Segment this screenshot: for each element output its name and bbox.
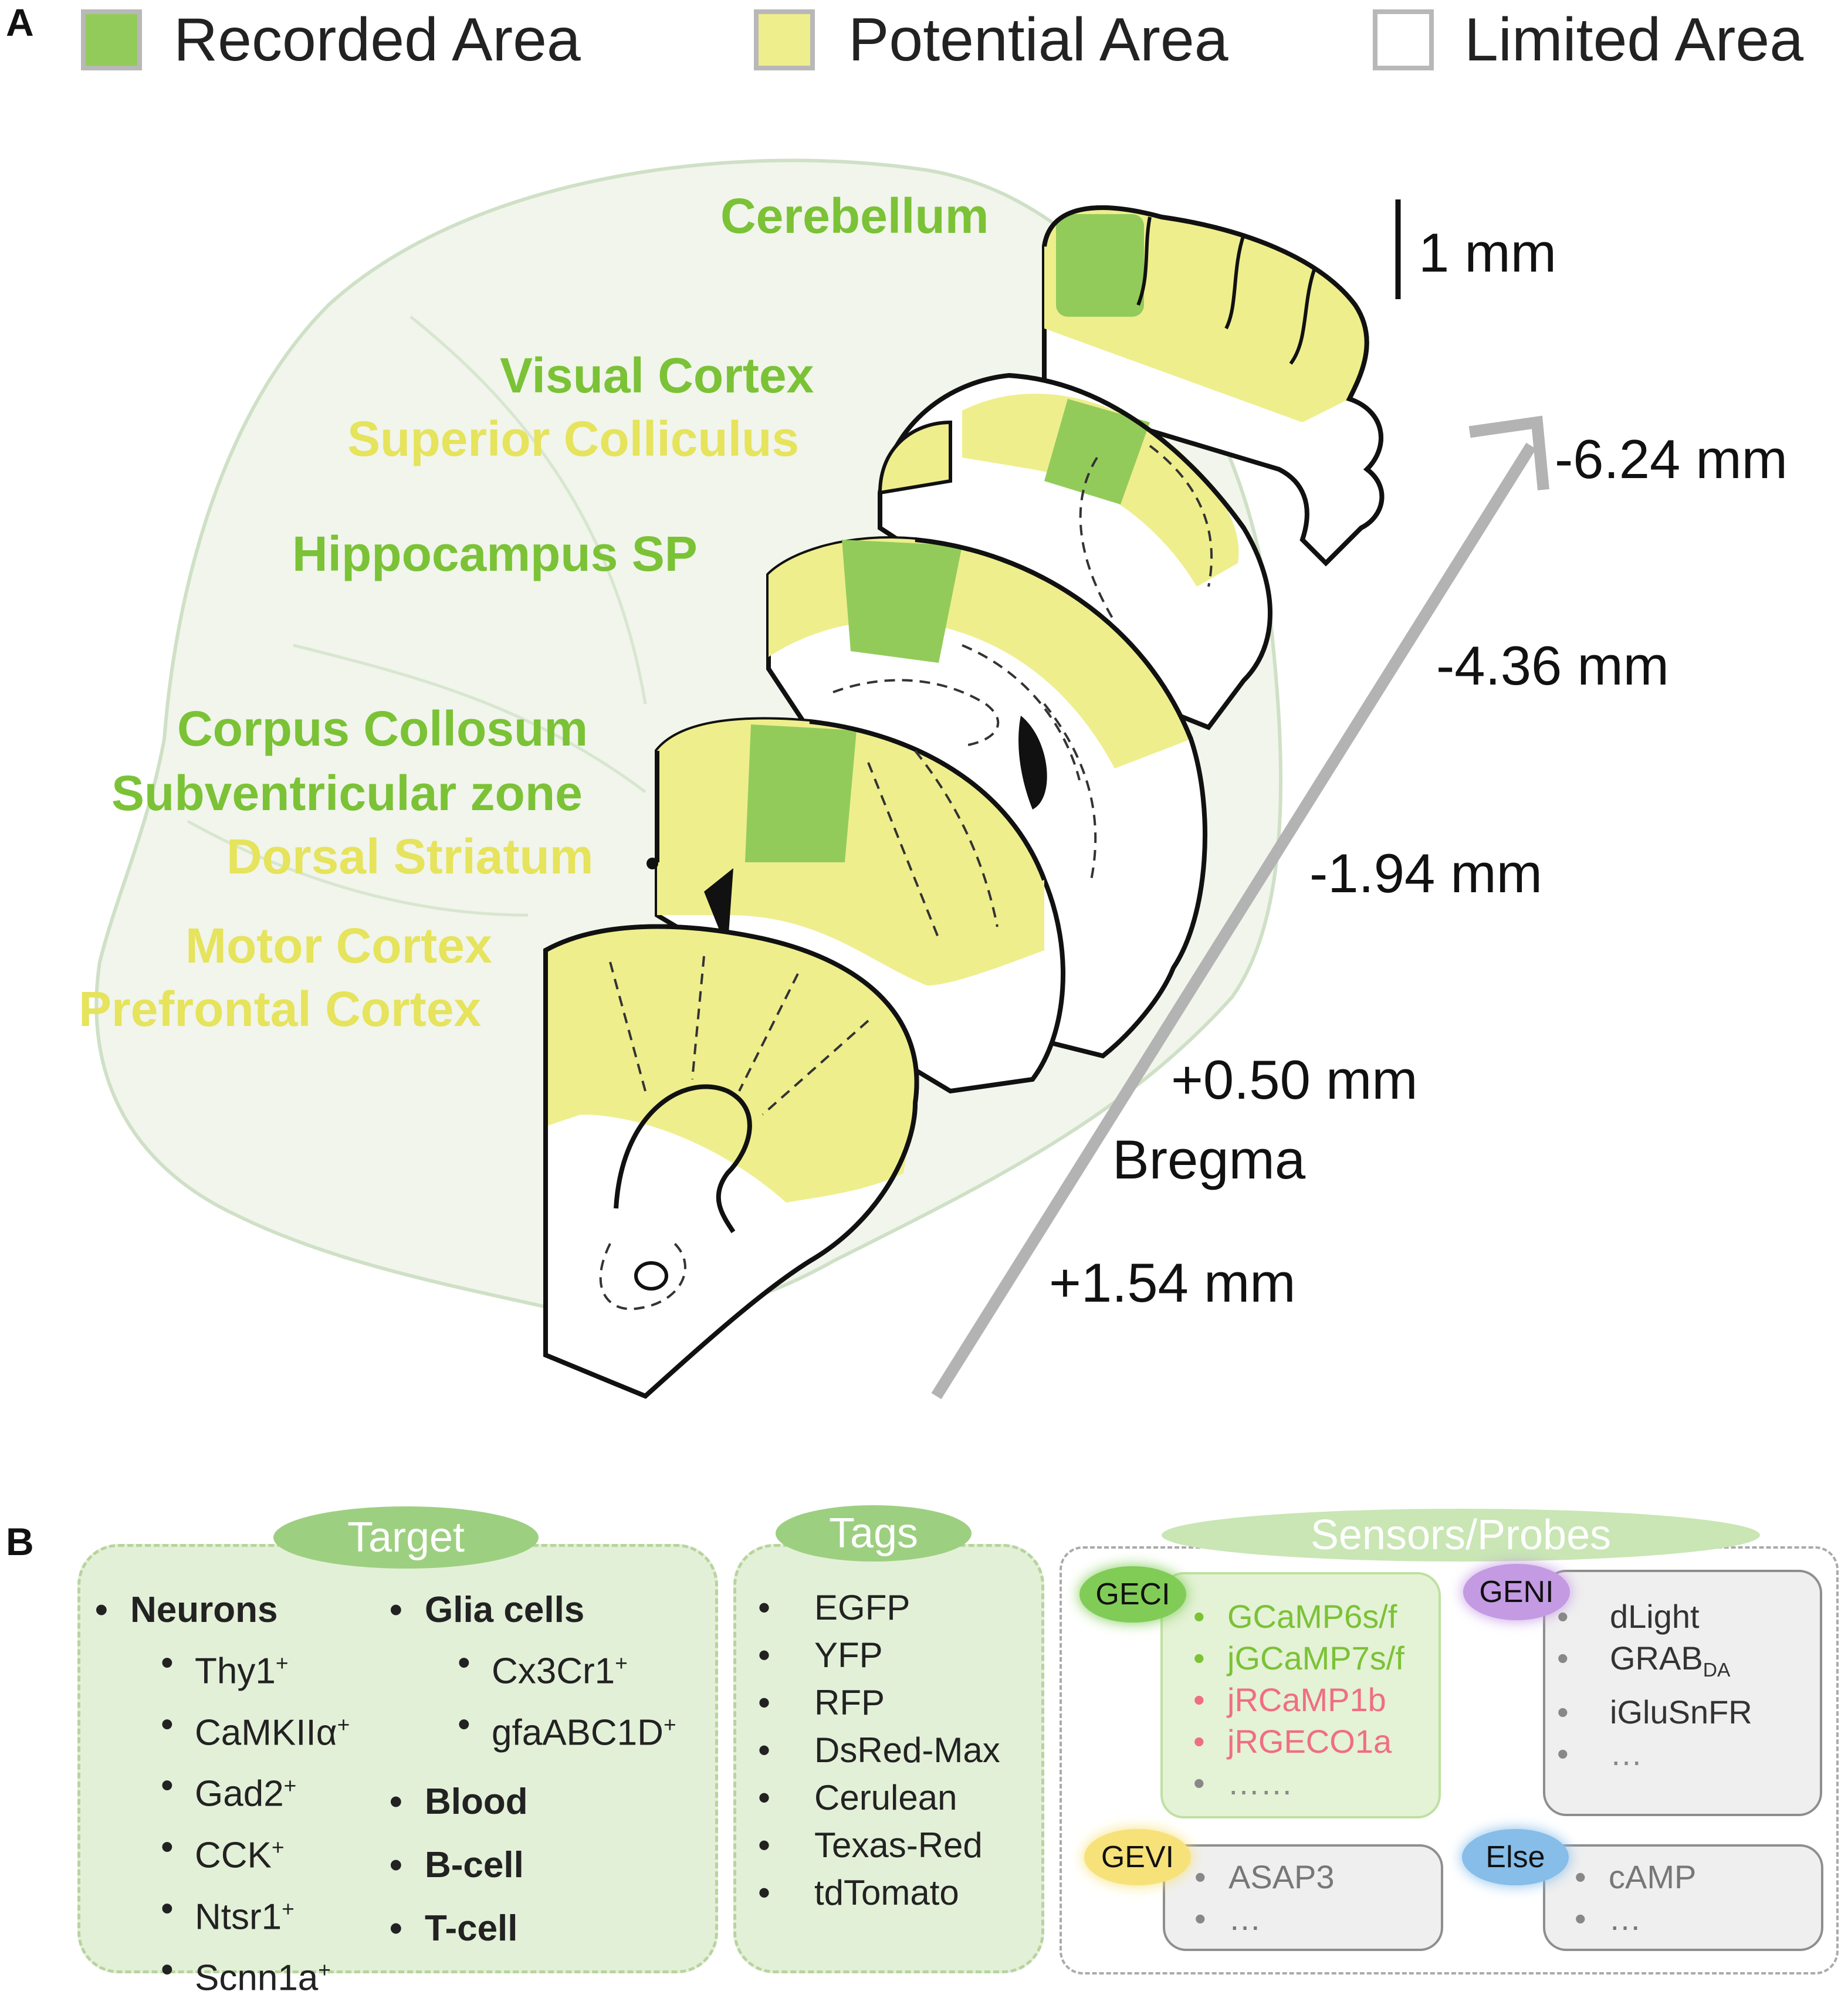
list-item: … xyxy=(1575,1898,1696,1939)
list-item: … xyxy=(1557,1733,1752,1774)
list-item: Scnn1a+ xyxy=(161,1943,350,2005)
gevi-badge: GEVI xyxy=(1084,1829,1191,1885)
geci-list: GCaMP6s/f jGCaMP7s/f jRCaMP1b jRGECO1a …… xyxy=(1193,1596,1404,1804)
coord-label-4-36: -4.36 mm xyxy=(1436,635,1669,696)
geni-badge: GENI xyxy=(1463,1564,1570,1620)
region-label-corpus-collosum: Corpus Collosum xyxy=(177,701,588,756)
list-item: Texas-Red xyxy=(758,1821,1000,1869)
region-label-dorsal-striatum: Dorsal Striatum xyxy=(226,829,594,884)
coord-label-0-50: +0.50 mm xyxy=(1171,1049,1418,1110)
list-item: iGluSnFR xyxy=(1557,1691,1752,1733)
slice-striatum xyxy=(647,717,1065,1094)
list-item: Cerulean xyxy=(758,1774,1000,1821)
list-item: cAMP xyxy=(1575,1856,1696,1898)
gevi-list: ASAP3 … xyxy=(1194,1856,1335,1939)
region-label-prefrontal-cortex: Prefrontal Cortex xyxy=(79,981,482,1037)
region-label-cerebellum: Cerebellum xyxy=(720,188,989,243)
target-other-list: Blood B-cell T-cell xyxy=(390,1770,528,1960)
glia-subtypes-list: Cx3Cr1+ gfaABC1D+ xyxy=(458,1637,676,1759)
target-neurons-heading: Neurons xyxy=(95,1584,277,1637)
coord-label-1-94: -1.94 mm xyxy=(1309,842,1542,904)
list-item: CCK+ xyxy=(161,1821,350,1882)
tags-header: Tags xyxy=(776,1505,972,1562)
legend-label-potential: Potential Area xyxy=(848,6,1228,74)
bregma-arrow xyxy=(931,442,1536,1400)
geci-badge: GECI xyxy=(1079,1566,1186,1623)
legend-swatch-limited xyxy=(1373,9,1434,70)
list-item: Gad2+ xyxy=(161,1759,350,1821)
target-neurons-list: Neurons xyxy=(95,1584,277,1637)
coord-label-1-54: +1.54 mm xyxy=(1049,1252,1296,1313)
region-label-visual-cortex: Visual Cortex xyxy=(500,348,814,403)
brain-illustration xyxy=(94,158,1549,1400)
list-item: gfaABC1D+ xyxy=(458,1698,676,1760)
list-item: Ntsr1+ xyxy=(161,1882,350,1944)
list-item: jGCaMP7s/f xyxy=(1193,1637,1404,1679)
list-item: dLight xyxy=(1557,1596,1752,1637)
sensors-header: Sensors/Probes xyxy=(1162,1509,1760,1562)
tags-list: EGFP YFP RFP DsRed-Max Cerulean Texas-Re… xyxy=(758,1584,1000,1916)
coord-label-bregma: Bregma xyxy=(1112,1129,1306,1190)
neuron-subtypes-list: Thy1+ CaMKIIα+ Gad2+ CCK+ Ntsr1+ Scnn1a+ xyxy=(161,1637,350,2005)
slice-visual-cortex xyxy=(878,372,1272,730)
else-badge: Else xyxy=(1462,1829,1569,1885)
else-list: cAMP … xyxy=(1575,1856,1696,1939)
region-label-superior-colliculus: Superior Colliculus xyxy=(347,411,800,466)
list-item: Thy1+ xyxy=(161,1637,350,1698)
coord-label-6-24: -6.24 mm xyxy=(1555,428,1788,490)
slice-prefrontal xyxy=(543,924,919,1399)
list-item: ASAP3 xyxy=(1194,1856,1335,1898)
list-item: RFP xyxy=(758,1679,1000,1726)
target-glia-heading: Glia cells xyxy=(390,1584,584,1637)
legend-label-limited: Limited Area xyxy=(1464,6,1804,74)
list-item: B-cell xyxy=(390,1834,528,1897)
list-item: DsRed-Max xyxy=(758,1726,1000,1774)
legend-swatch-recorded xyxy=(81,9,142,70)
scale-bar-label: 1 mm xyxy=(1419,222,1556,283)
legend-swatch-potential xyxy=(754,9,815,70)
list-item: GRABDA xyxy=(1557,1637,1752,1691)
region-label-hippocampus: Hippocampus SP xyxy=(292,526,698,581)
region-label-motor-cortex: Motor Cortex xyxy=(185,918,492,973)
list-item: … xyxy=(1194,1898,1335,1939)
list-item: T-cell xyxy=(390,1897,528,1960)
list-item: …… xyxy=(1193,1762,1404,1804)
target-header: Target xyxy=(273,1506,539,1569)
list-item: Blood xyxy=(390,1770,528,1834)
list-item: YFP xyxy=(758,1631,1000,1679)
list-item: GCaMP6s/f xyxy=(1193,1596,1404,1637)
list-item: CaMKIIα+ xyxy=(161,1698,350,1760)
geni-list: dLight GRABDA iGluSnFR … xyxy=(1557,1596,1752,1774)
list-item: Cx3Cr1+ xyxy=(458,1637,676,1698)
slice-cerebellum xyxy=(1042,205,1385,567)
legend-label-recorded: Recorded Area xyxy=(174,6,581,74)
list-item: jRGECO1a xyxy=(1193,1720,1404,1762)
target-glia-list: Glia cells xyxy=(390,1584,584,1637)
list-item: EGFP xyxy=(758,1584,1000,1631)
list-item: tdTomato xyxy=(758,1869,1000,1916)
panel-a-letter: A xyxy=(6,1,34,44)
region-label-subventricular-zone: Subventricular zone xyxy=(111,766,583,821)
panel-b-letter: B xyxy=(6,1520,34,1563)
list-item: jRCaMP1b xyxy=(1193,1679,1404,1720)
